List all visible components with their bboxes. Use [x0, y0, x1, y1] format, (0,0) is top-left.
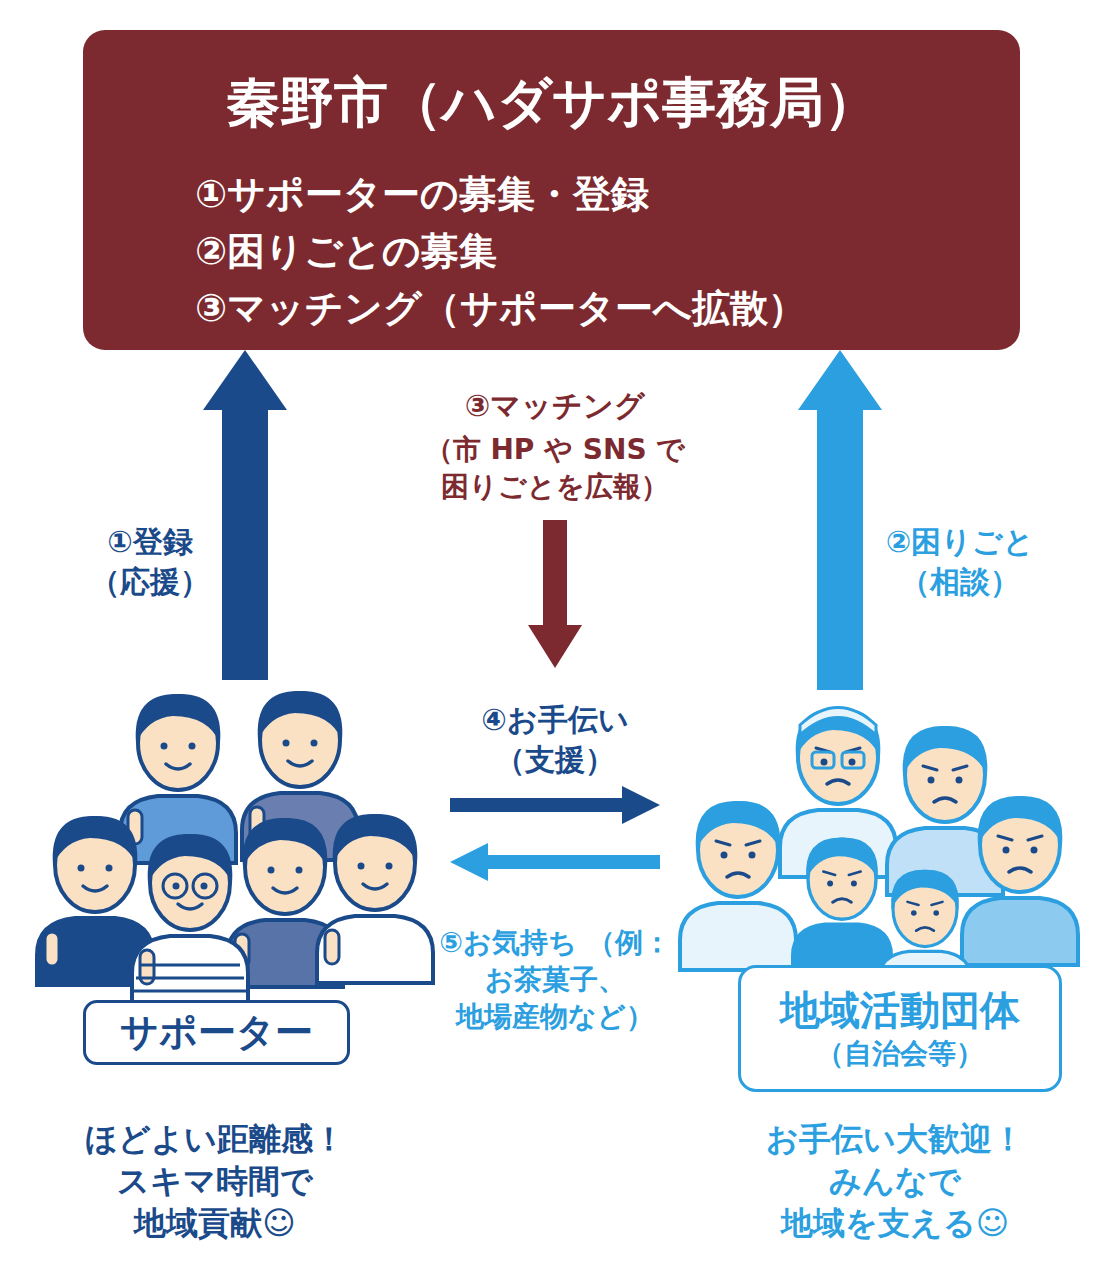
glasses: [812, 752, 864, 768]
node-text: ①サポーターの募集・登録: [195, 170, 649, 219]
glasses-lens: [812, 752, 834, 768]
edge-label: ⑤お気持ち （例：お茶菓子、 地場産物など）: [425, 925, 685, 1036]
supporter-slogan: ほどよい距離感！ スキマ時間で 地域貢献☺: [60, 1118, 370, 1245]
node-text: ③マッチング（サポーターへ拡散）: [195, 284, 806, 333]
glasses: [163, 874, 217, 898]
edge-label: ①登録 （応援）: [70, 522, 230, 601]
edge-label: ④お手伝い （支援）: [455, 700, 655, 779]
supporter-group: サポーター: [40, 680, 450, 1065]
resident-figure: [962, 796, 1078, 965]
node-title: サポーター: [120, 1008, 313, 1057]
glasses-lens: [842, 752, 864, 768]
matching-title: ③マッチング: [405, 386, 705, 426]
node-title: 地域活動団体: [780, 984, 1020, 1036]
grey-hair: [800, 708, 876, 736]
label-pill: サポーター: [83, 1000, 350, 1065]
resident-figure: [793, 838, 892, 982]
supporter-figure: [132, 834, 248, 1003]
stripe-line: [134, 965, 246, 991]
connector-arrow: [798, 350, 882, 690]
matching-arrow: [528, 520, 582, 668]
label-pill: 地域活動団体（自治会等）: [738, 965, 1062, 1092]
connector-arrow: [450, 843, 660, 881]
community-group: 地域活動団体（自治会等）: [660, 690, 1075, 1095]
edge-label: ②困りごと （相談）: [870, 522, 1050, 601]
supporter-figure: [317, 814, 433, 983]
node-text: （自治会等）: [816, 1036, 984, 1072]
office-box: 秦野市（ハダサポ事務局） ①サポーターの募集・登録 ②困りごとの募集 ③マッチング（サ…: [83, 30, 1020, 350]
node-text: ②困りごとの募集: [195, 227, 497, 276]
community-slogan: お手伝い大歓迎！ みんなで 地域を支える☺: [740, 1118, 1050, 1245]
connector-arrow: [203, 350, 287, 680]
connector-arrow: [450, 786, 660, 824]
resident-figure: [680, 801, 796, 970]
node-title: 秦野市（ハダサポ事務局）: [83, 68, 1020, 138]
glasses-lens: [163, 874, 187, 898]
glasses-lens: [193, 874, 217, 898]
matching-note: （市 HP や SNS で 困りごとを広報）: [405, 432, 705, 506]
striped-shirt: [134, 965, 246, 991]
